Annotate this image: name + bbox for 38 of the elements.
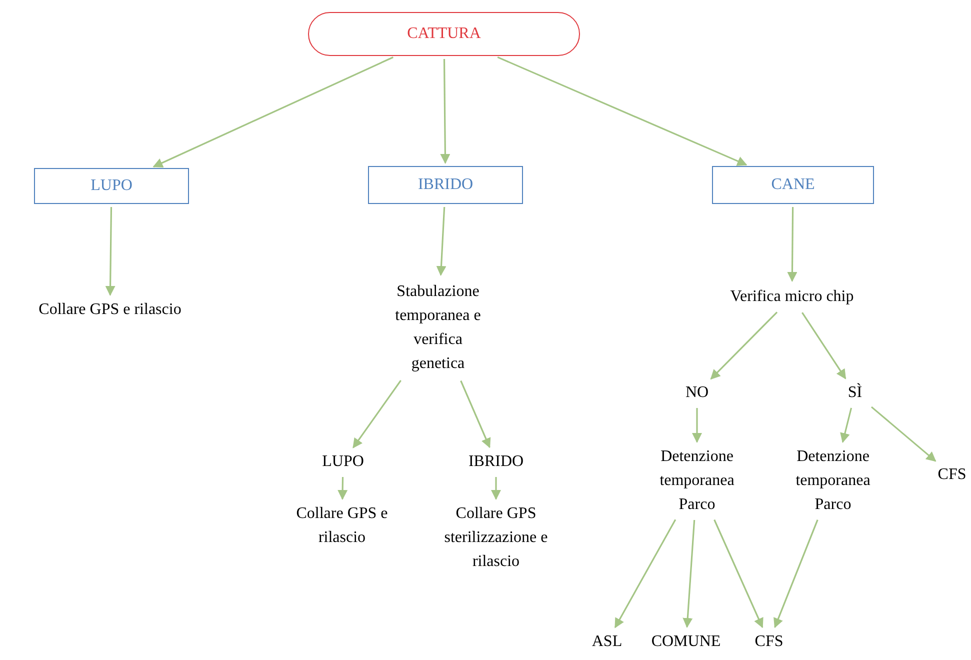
step-text: Collare GPS sterilizzazione e rilascio <box>442 502 550 574</box>
step-text: CFS <box>934 463 970 487</box>
arrow <box>352 380 402 448</box>
category-box: CANE <box>712 166 874 204</box>
step-text: COMUNE <box>648 630 724 654</box>
step-text: Collare GPS e rilascio <box>10 298 210 322</box>
step-text: CFS <box>750 630 788 654</box>
arrow <box>870 406 936 462</box>
step-text: SÌ <box>840 381 870 405</box>
arrow <box>802 312 846 380</box>
arrow <box>692 408 702 443</box>
arrow <box>787 207 798 282</box>
step-text: Collare GPS e rilascio <box>294 502 390 550</box>
arrow <box>338 476 348 500</box>
arrow <box>460 380 491 448</box>
step-text: Verifica micro chip <box>712 284 872 310</box>
arrow <box>840 408 852 444</box>
arrow <box>152 56 394 168</box>
arrow <box>614 519 676 628</box>
arrow <box>774 520 818 628</box>
category-box: IBRIDO <box>368 166 523 204</box>
step-text: Detenzione temporanea Parco <box>645 445 749 517</box>
category-box: LUPO <box>34 168 189 204</box>
arrow <box>682 520 696 628</box>
arrow <box>440 59 450 164</box>
step-text: NO <box>681 381 713 405</box>
arrow <box>710 312 778 380</box>
arrow <box>714 519 764 628</box>
arrow <box>491 477 501 500</box>
start-terminal: CATTURA <box>308 12 580 56</box>
arrow <box>497 56 748 166</box>
step-text: Detenzione temporanea Parco <box>781 445 885 517</box>
step-text: LUPO <box>316 450 370 474</box>
step-text: IBRIDO <box>464 450 528 474</box>
arrow <box>436 206 446 276</box>
step-text: ASL <box>588 630 626 654</box>
arrow <box>105 207 116 296</box>
step-text: Stabulazione temporanea e verifica genetica <box>385 278 491 378</box>
